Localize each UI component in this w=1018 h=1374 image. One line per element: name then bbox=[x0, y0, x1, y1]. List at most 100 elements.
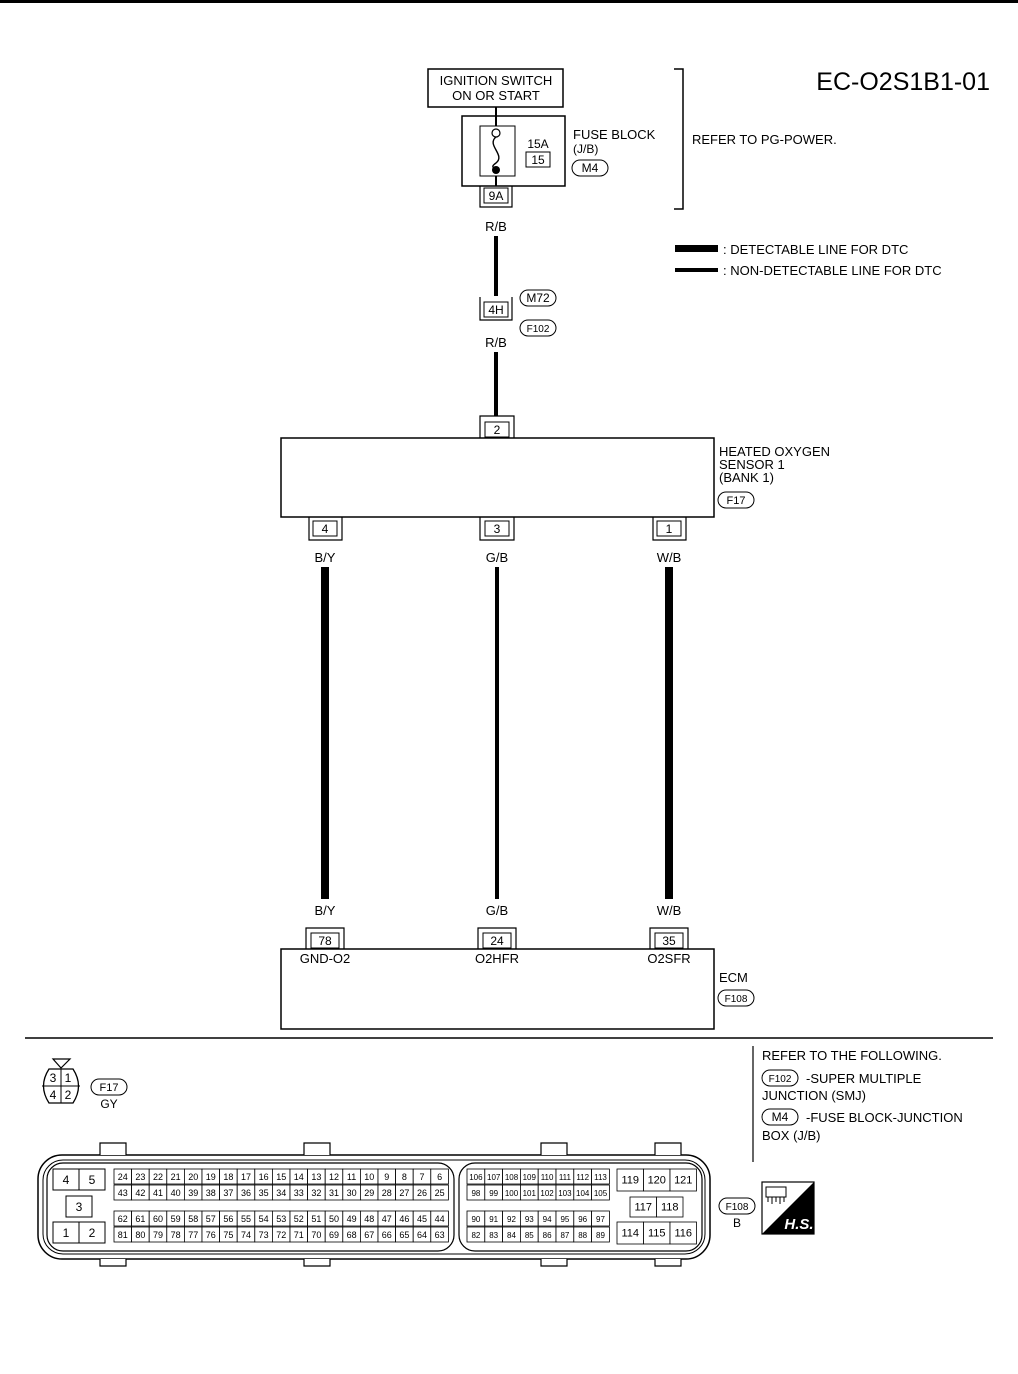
f108-pin-93: 93 bbox=[525, 1215, 534, 1224]
joint-terminal-label: 4H bbox=[488, 303, 503, 317]
f108-pin-103: 103 bbox=[558, 1189, 572, 1198]
f108-pin-12: 12 bbox=[329, 1172, 339, 1182]
sensor-label-line2: SENSOR 1 bbox=[719, 457, 785, 472]
line-legend: : DETECTABLE LINE FOR DTC : NON-DETECTAB… bbox=[675, 242, 942, 278]
f108-pin-15: 15 bbox=[276, 1172, 286, 1182]
f108-pin-79: 79 bbox=[153, 1230, 163, 1240]
f108-pin-44-cell bbox=[430, 1210, 449, 1227]
f108-pin-92: 92 bbox=[507, 1215, 516, 1224]
wire-gb-non-detectable bbox=[495, 567, 499, 899]
f108-pin-14: 14 bbox=[294, 1172, 304, 1182]
f108-pin-37: 37 bbox=[223, 1188, 233, 1198]
f108-pin-25: 25 bbox=[435, 1188, 445, 1198]
f108-pin-88: 88 bbox=[578, 1231, 587, 1240]
f108-pin-4: 4 bbox=[63, 1173, 70, 1187]
f108-pin-120: 120 bbox=[648, 1175, 666, 1187]
f108-connector-id: F108 B bbox=[718, 1197, 756, 1230]
f108-connector-color: B bbox=[733, 1216, 741, 1230]
refer-item1-line1: -SUPER MULTIPLE bbox=[806, 1071, 922, 1086]
wire-color-by-top: B/Y bbox=[315, 550, 336, 565]
f108-pin-72: 72 bbox=[276, 1230, 286, 1240]
f108-pin-82: 82 bbox=[471, 1231, 480, 1240]
f108-pin-3: 3 bbox=[76, 1200, 83, 1214]
f108-pin-39: 39 bbox=[188, 1188, 198, 1198]
f108-pin-60: 60 bbox=[153, 1214, 163, 1224]
f108-pin-101: 101 bbox=[523, 1189, 537, 1198]
refer-item1-line2: JUNCTION (SMJ) bbox=[762, 1088, 866, 1103]
refer-item2-line1: -FUSE BLOCK-JUNCTION bbox=[806, 1110, 963, 1125]
f108-pin-26: 26 bbox=[417, 1188, 427, 1198]
f17-connector-color: GY bbox=[100, 1097, 117, 1111]
f108-pin-55: 55 bbox=[241, 1214, 251, 1224]
f108-pin-76: 76 bbox=[206, 1230, 216, 1240]
f108-pin-90: 90 bbox=[471, 1215, 480, 1224]
f108-pin-27: 27 bbox=[399, 1188, 409, 1198]
f108-pin-59: 59 bbox=[171, 1214, 181, 1224]
f108-pin-87: 87 bbox=[560, 1231, 569, 1240]
f108-pin-100: 100 bbox=[505, 1189, 519, 1198]
sensor-label-line3: (BANK 1) bbox=[719, 470, 774, 485]
f108-pin-85: 85 bbox=[525, 1231, 534, 1240]
f108-pin-23: 23 bbox=[135, 1172, 145, 1182]
ecm-label: ECM bbox=[719, 970, 748, 985]
f108-pin-65: 65 bbox=[399, 1230, 409, 1240]
fuse-terminal-bottom bbox=[492, 166, 500, 174]
f17-pin-3: 3 bbox=[50, 1071, 57, 1085]
ecm-terminal-24: 24 bbox=[477, 927, 517, 949]
f108-pin-22: 22 bbox=[153, 1172, 163, 1182]
f108-pin-20: 20 bbox=[188, 1172, 198, 1182]
f108-pin-52: 52 bbox=[294, 1214, 304, 1224]
f108-pin-19: 19 bbox=[206, 1172, 216, 1182]
f17-connector-badge: F17 bbox=[100, 1082, 119, 1094]
f108-pin-95: 95 bbox=[560, 1215, 569, 1224]
f108-pin-40: 40 bbox=[171, 1188, 181, 1198]
f108-pin-24: 24 bbox=[118, 1172, 128, 1182]
f108-pin-113-cell bbox=[591, 1168, 610, 1185]
ecm-box: GND-O2 O2HFR O2SFR ECM F108 bbox=[280, 948, 755, 1030]
f108-pin-104: 104 bbox=[576, 1189, 590, 1198]
legend-non-detectable: : NON-DETECTABLE LINE FOR DTC bbox=[723, 263, 942, 278]
wire-color-rb-upper: R/B bbox=[485, 219, 507, 234]
refer-item2-line2: BOX (J/B) bbox=[762, 1128, 821, 1143]
f108-pin-9: 9 bbox=[384, 1172, 389, 1182]
fuse-amperage: 15A bbox=[527, 137, 548, 151]
ecm-terminal-35: 35 bbox=[649, 927, 689, 949]
f108-pin-70: 70 bbox=[311, 1230, 321, 1240]
refer-following-title: REFER TO THE FOLLOWING. bbox=[762, 1048, 942, 1063]
f108-pin-44: 44 bbox=[435, 1214, 445, 1224]
fuse-terminal-9a: 9A bbox=[479, 186, 513, 208]
ecm-connector-badge: F108 bbox=[725, 994, 748, 1005]
ecm-terminal-24-label: 24 bbox=[490, 934, 504, 948]
f108-pin-84: 84 bbox=[507, 1231, 516, 1240]
f108-pin-34: 34 bbox=[276, 1188, 286, 1198]
non-detectable-line-sample bbox=[675, 268, 718, 272]
wire-wb-detectable bbox=[665, 567, 673, 899]
f108-pin-1: 1 bbox=[63, 1226, 70, 1240]
wire-color-rb-lower: R/B bbox=[485, 335, 507, 350]
f108-pin-75: 75 bbox=[223, 1230, 233, 1240]
fuse-block: 15A 15 FUSE BLOCK (J/B) M4 bbox=[461, 107, 656, 187]
fuse-block-connector-badge: M4 bbox=[582, 161, 599, 175]
f108-pin-83: 83 bbox=[489, 1231, 498, 1240]
sensor-terminal-2: 2 bbox=[479, 415, 515, 438]
f108-pin-118: 118 bbox=[661, 1202, 679, 1214]
f108-pin-68: 68 bbox=[347, 1230, 357, 1240]
f108-pin-53: 53 bbox=[276, 1214, 286, 1224]
f108-pin-117: 117 bbox=[634, 1202, 652, 1214]
power-refer-text: REFER TO PG-POWER. bbox=[692, 132, 837, 147]
f108-pin-115: 115 bbox=[648, 1228, 666, 1240]
f108-pin-47: 47 bbox=[382, 1214, 392, 1224]
ignition-switch-line1: IGNITION SWITCH bbox=[440, 73, 553, 88]
wire-by-detectable bbox=[321, 567, 329, 899]
f108-pin-41: 41 bbox=[153, 1188, 163, 1198]
f108-pin-102: 102 bbox=[540, 1189, 554, 1198]
f108-pin-6-cell bbox=[430, 1168, 449, 1185]
f108-pin-51: 51 bbox=[311, 1214, 321, 1224]
f108-pin-33: 33 bbox=[294, 1188, 304, 1198]
wire-color-gb-bottom: G/B bbox=[486, 903, 508, 918]
f108-connector-badge: F108 bbox=[726, 1202, 749, 1213]
